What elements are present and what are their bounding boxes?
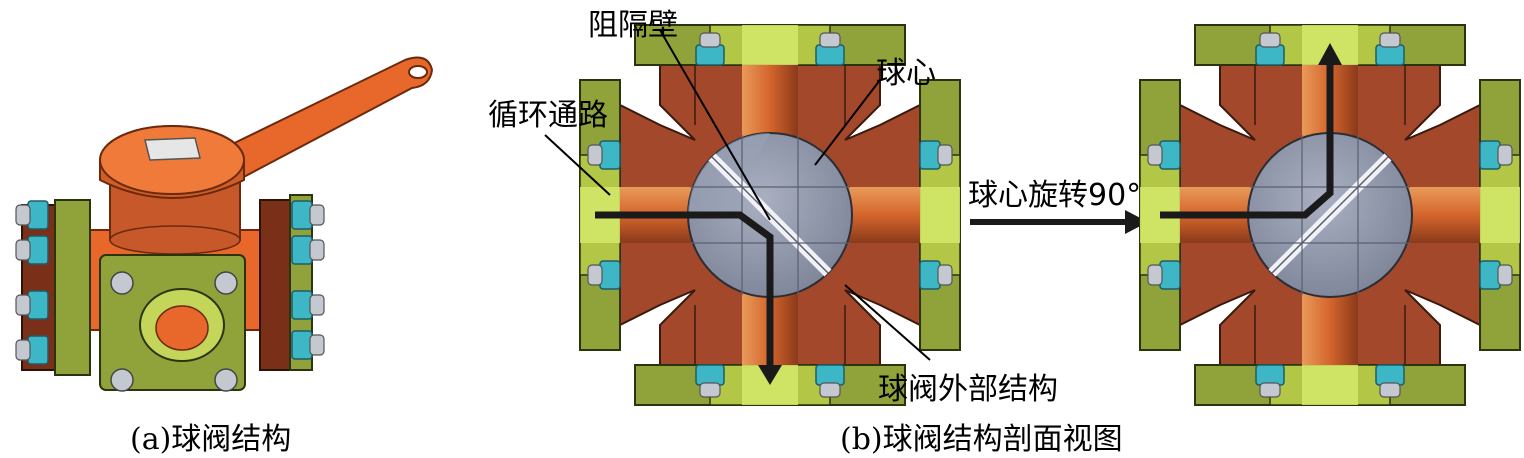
caption-b: (b)球阀结构剖面视图 xyxy=(840,422,1123,457)
section-view-before xyxy=(579,24,961,406)
label-rotate: 球心旋转90° xyxy=(968,178,1142,213)
label-circulation-path: 循环通路 xyxy=(488,98,608,133)
section-view-after xyxy=(1139,24,1521,406)
label-barrier-wall: 阻隔壁 xyxy=(588,8,678,43)
valve-3d-illustration xyxy=(15,56,434,392)
caption-a: (a)球阀结构 xyxy=(130,422,292,457)
label-outer-structure: 球阀外部结构 xyxy=(878,372,1058,407)
label-ball-core: 球心 xyxy=(876,56,936,91)
